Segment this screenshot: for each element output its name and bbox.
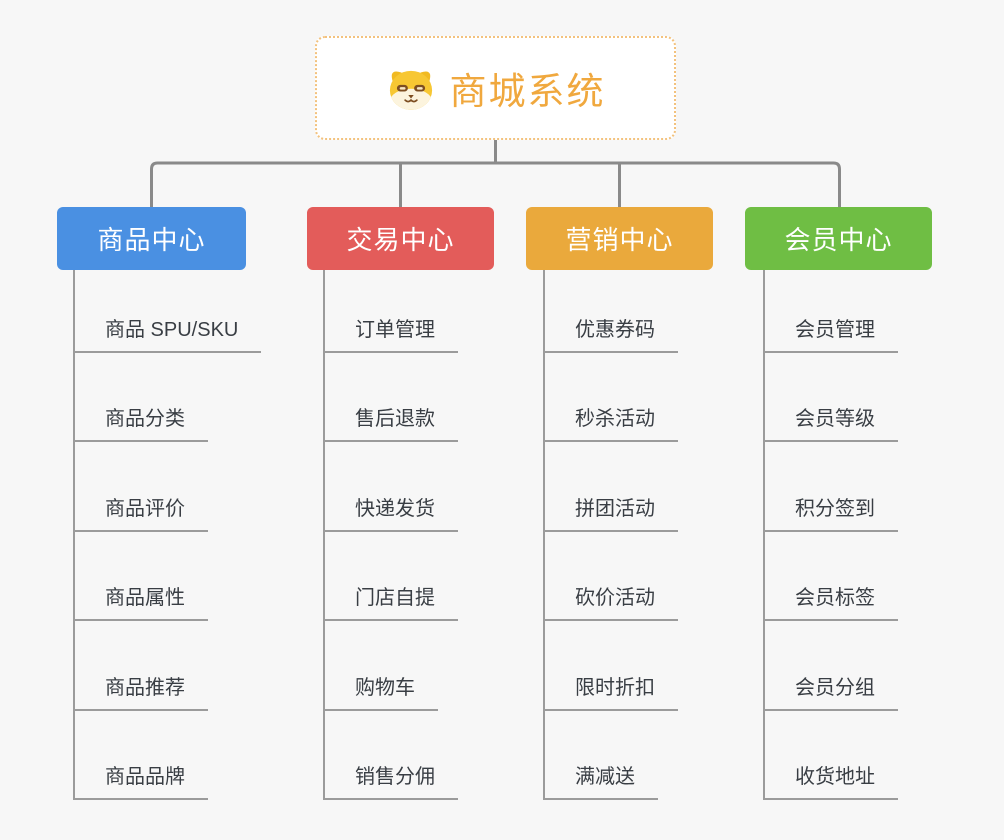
branch-rail-line <box>150 161 841 208</box>
leaf-node[interactable]: 会员管理 <box>763 307 898 353</box>
leaf-node[interactable]: 商品品牌 <box>73 754 208 800</box>
branch-node-product-center[interactable]: 商品中心 <box>57 207 246 270</box>
leaf-node[interactable]: 快递发货 <box>323 486 458 532</box>
leaf-node[interactable]: 商品属性 <box>73 575 208 621</box>
dog-face-icon <box>389 70 432 110</box>
leaf-node[interactable]: 会员分组 <box>763 665 898 711</box>
leaf-node[interactable]: 销售分佣 <box>323 754 458 800</box>
branch-node-marketing-center[interactable]: 营销中心 <box>526 207 713 270</box>
leaf-node[interactable]: 售后退款 <box>323 396 458 442</box>
branch-label: 会员中心 <box>784 225 893 255</box>
leaf-node[interactable]: 积分签到 <box>763 486 898 532</box>
leaf-node[interactable]: 门店自提 <box>323 575 458 621</box>
leaf-node[interactable]: 会员等级 <box>763 396 898 442</box>
branch-label: 商品中心 <box>97 225 206 255</box>
column-trunk-line <box>543 270 545 800</box>
leaf-node[interactable]: 订单管理 <box>323 307 458 353</box>
column-trunk-line <box>73 270 75 800</box>
leaf-node[interactable]: 购物车 <box>323 665 438 711</box>
branch-label: 营销中心 <box>565 225 674 255</box>
root-title: 商城系统 <box>449 71 606 112</box>
leaf-node[interactable]: 优惠券码 <box>543 307 678 353</box>
leaf-node[interactable]: 满减送 <box>543 754 658 800</box>
leaf-node[interactable]: 商品 SPU/SKU <box>73 307 262 353</box>
leaf-node[interactable]: 限时折扣 <box>543 665 678 711</box>
column-trunk-line <box>323 270 325 800</box>
leaf-node[interactable]: 商品分类 <box>73 396 208 442</box>
leaf-node[interactable]: 商品评价 <box>73 486 208 532</box>
column-trunk-line <box>763 270 765 800</box>
branch-node-trade-center[interactable]: 交易中心 <box>307 207 494 270</box>
leaf-node[interactable]: 商品推荐 <box>73 665 208 711</box>
leaf-node[interactable]: 收货地址 <box>763 754 898 800</box>
branch-label: 交易中心 <box>346 225 455 255</box>
leaf-node[interactable]: 秒杀活动 <box>543 396 678 442</box>
leaf-node[interactable]: 会员标签 <box>763 575 898 621</box>
leaf-node[interactable]: 拼团活动 <box>543 486 678 532</box>
root-node[interactable]: 商城系统 <box>315 36 676 140</box>
leaf-node[interactable]: 砍价活动 <box>543 575 678 621</box>
branch-node-member-center[interactable]: 会员中心 <box>745 207 932 270</box>
